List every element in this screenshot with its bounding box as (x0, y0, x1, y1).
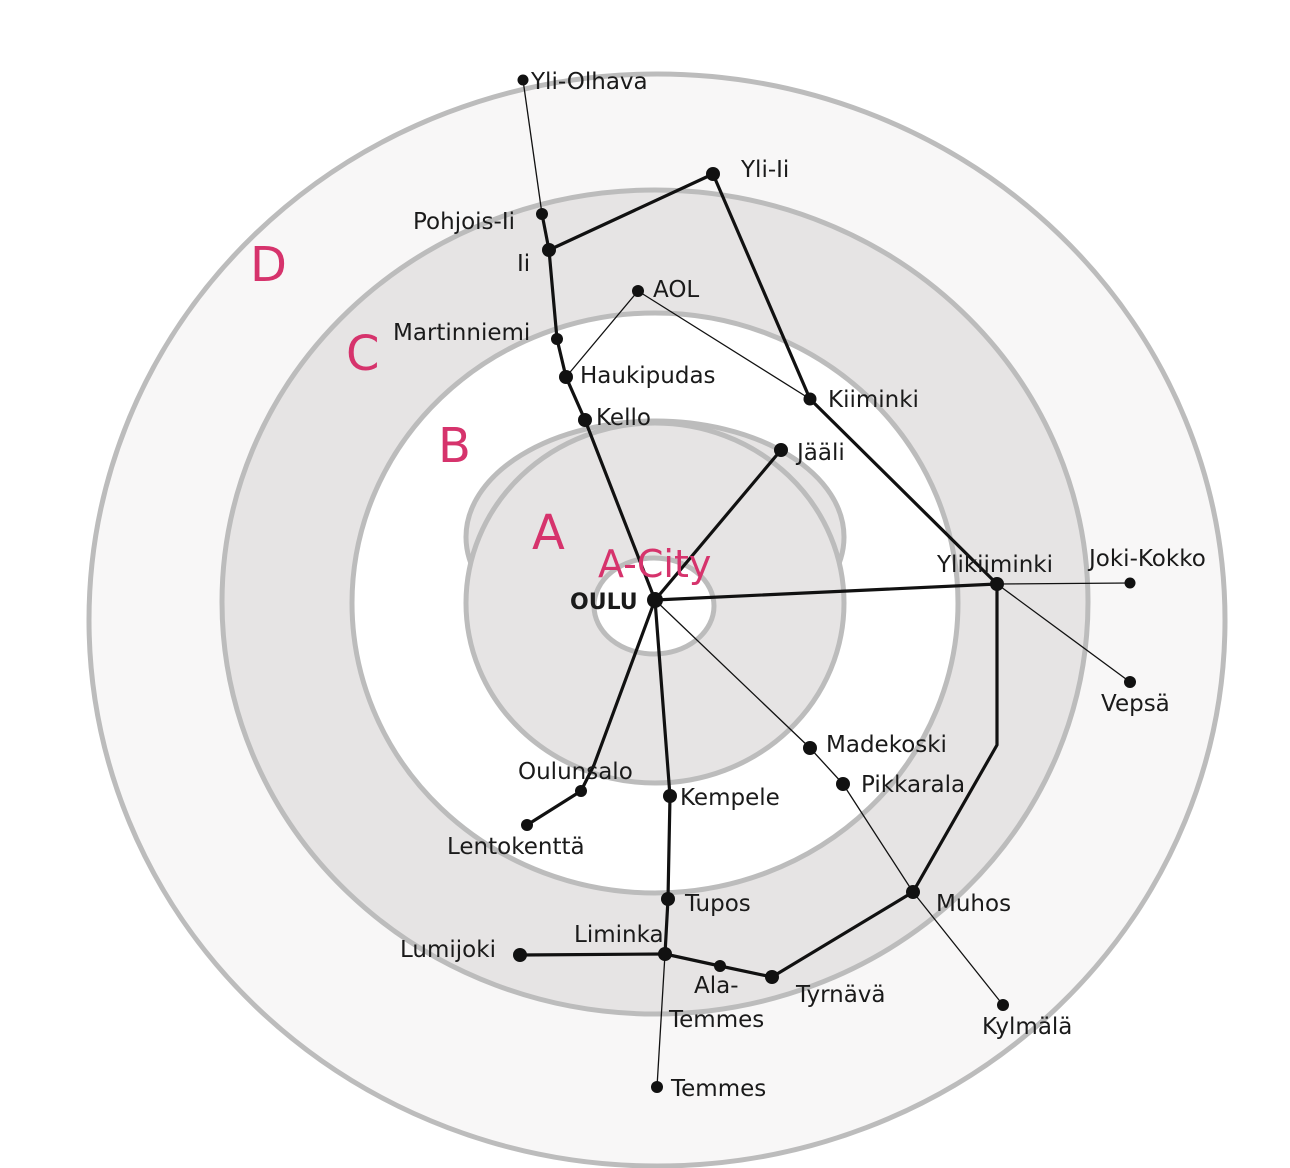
route-ylikiiminki-joki-kokko (996, 582, 1131, 585)
node-madekoski (803, 741, 817, 755)
label-yli-ii: Yli-Ii (740, 157, 789, 183)
node-kylmala (997, 999, 1009, 1011)
route-liminka-temmes (656, 953, 666, 1088)
node-kiiminki (803, 392, 817, 406)
node-tupos (661, 892, 675, 906)
label-vepsa: Vepsä (1101, 691, 1170, 717)
route-oulu-oulunsalo (525, 598, 657, 827)
label-kiiminki: Kiiminki (828, 387, 919, 413)
label-lentokentta: Lentokenttä (447, 834, 585, 860)
node-haukipudas (559, 370, 573, 384)
label-ala-temmes-line1: Ala- (694, 973, 739, 999)
label-martinniemi: Martinniemi (393, 320, 530, 346)
node-lumijoki (513, 948, 527, 962)
node-joki-kokko (1124, 577, 1136, 589)
zone-label-c: C (346, 326, 380, 382)
label-lumijoki: Lumijoki (400, 937, 496, 963)
label-aol: AOL (653, 277, 699, 303)
label-kello: Kello (596, 405, 651, 431)
node-oulunsalo (575, 785, 587, 797)
label-pohjois-ii: Pohjois-Ii (413, 209, 515, 235)
label-temmes: Temmes (670, 1076, 766, 1102)
route-oulu-ylikiiminki (653, 582, 999, 602)
label-oulunsalo: Oulunsalo (518, 759, 633, 785)
route-oulu-liminka (653, 598, 672, 956)
node-tyrnava (765, 970, 779, 984)
label-madekoski: Madekoski (826, 732, 947, 758)
node-kempele (663, 789, 677, 803)
node-vepsa (1124, 676, 1136, 688)
label-kempele: Kempele (680, 785, 780, 811)
node-ala-temmes (714, 960, 726, 972)
label-pikkarala: Pikkarala (861, 772, 965, 798)
node-martinniemi (551, 333, 563, 345)
node-muhos (906, 885, 920, 899)
node-yli-olhava (517, 74, 529, 86)
route-ylikiiminki-muhos (911, 582, 999, 894)
label-yli-olhava: Yli-Olhava (530, 69, 648, 95)
label-ala-temmes-line2: Temmes (668, 1007, 764, 1033)
label-muhos: Muhos (936, 891, 1011, 917)
node-aol (632, 285, 644, 297)
node-kello (578, 413, 592, 427)
node-yli-ii (706, 167, 720, 181)
route-ylikiiminki-vepsa (996, 583, 1131, 683)
label-liminka: Liminka (574, 922, 664, 948)
node-jaali (774, 443, 788, 457)
zone-label-a: A (532, 505, 565, 561)
route-lumijoki-liminka (518, 952, 667, 957)
label-tyrnava: Tyrnävä (795, 982, 886, 1008)
center-city-label: A-City (598, 542, 711, 586)
node-lentokentta (521, 819, 533, 831)
route-ii-yli-ii (547, 172, 715, 252)
node-liminka (658, 947, 672, 961)
label-kylmala: Kylmälä (982, 1014, 1072, 1040)
node-pohjois-ii (536, 208, 548, 220)
label-joki-kokko: Joki-Kokko (1087, 546, 1206, 572)
node-oulu (647, 592, 663, 608)
route-kiiminki-ylikiiminki (809, 398, 998, 585)
zone-label-d: D (250, 237, 287, 293)
node-temmes (651, 1081, 663, 1093)
node-ylikiiminki (990, 577, 1004, 591)
route-liminka-muhos (663, 890, 915, 979)
route-nodes (513, 74, 1136, 1093)
route-pohjois-ii-yli-olhava (522, 79, 543, 215)
label-tupos: Tupos (684, 891, 751, 917)
label-haukipudas: Haukipudas (580, 363, 716, 389)
label-oulu: OULU (570, 590, 638, 615)
label-jaali: Jääli (795, 440, 845, 466)
label-ylikiiminki: Ylikiiminki (936, 552, 1053, 578)
zone-letters: D C B A A-City (250, 237, 711, 586)
route-oulu-jaali (653, 448, 783, 602)
label-ii: Ii (517, 251, 530, 277)
zone-label-b: B (438, 418, 471, 474)
node-ii (542, 243, 556, 257)
node-pikkarala (836, 777, 850, 791)
place-labels: OULU Yli-Olhava Yli-Ii Pohjois-Ii Ii AOL… (393, 69, 1206, 1102)
